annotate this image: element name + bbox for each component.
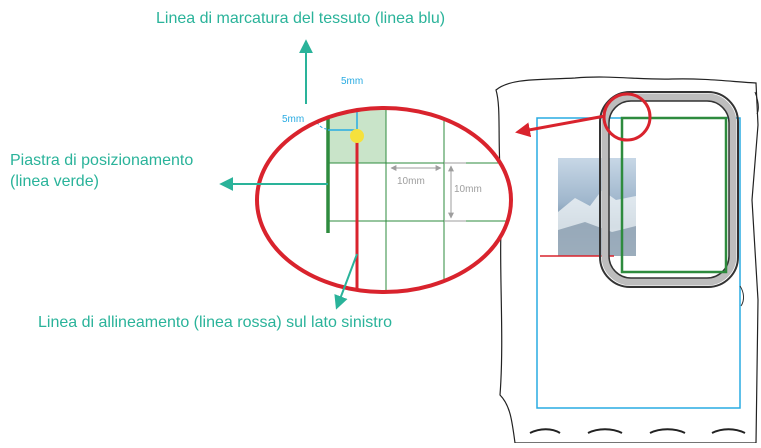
positioning-plate-label: Piastra di posizionamento [10, 152, 194, 169]
zoom-detail [315, 108, 511, 292]
dim-5mm-left: 5mm [282, 114, 304, 125]
zoom-circle [255, 106, 513, 294]
dim-5mm-top: 5mm [341, 76, 363, 87]
hoop-positioning-plate [620, 116, 728, 274]
blue-line-label: Linea di marcatura del tessuto (linea bl… [156, 10, 446, 27]
positioning-plate-sublabel: (linea verde) [10, 173, 99, 190]
embroidery-image [558, 158, 636, 256]
alignment-dot [350, 129, 364, 143]
fabric [495, 76, 759, 444]
red-line-label: Linea di allineamento (linea rossa) sul … [38, 314, 392, 331]
callout-arrows [219, 39, 358, 310]
zoom-arrow [515, 114, 606, 138]
embroidery-hoop [599, 91, 744, 307]
dim-10mm-vertical: 10mm [454, 184, 482, 195]
dim-10mm-horizontal: 10mm [397, 176, 425, 187]
